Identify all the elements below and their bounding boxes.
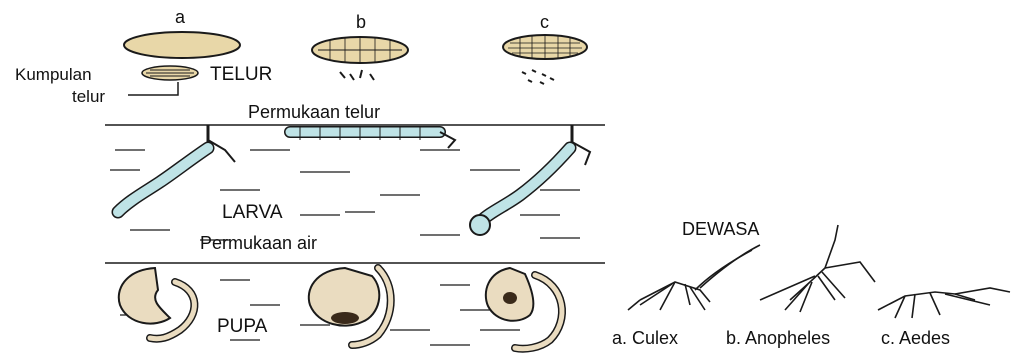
label-dewasa: DEWASA [682,220,759,238]
label-kumpulan: Kumpulan [15,66,92,83]
adult-aedes [878,288,1010,318]
larva-anopheles [290,126,455,148]
legend-anopheles: b. Anopheles [726,329,830,347]
column-label-c: c [540,13,549,31]
label-pupa: PUPA [217,317,267,336]
label-larva: LARVA [222,203,283,222]
label-telur: TELUR [210,65,272,84]
label-permukaan-air: Permukaan air [200,234,317,252]
label-permukaan-telur: Permukaan telur [248,103,380,121]
column-label-b: b [356,13,366,31]
legend-culex: a. Culex [612,329,678,347]
egg-aedes [503,35,587,84]
larva-aedes [470,125,590,235]
larva-culex [118,125,235,212]
adult-culex [628,245,760,310]
pupa-aedes [486,268,562,349]
egg-anopheles [312,37,408,80]
adult-anopheles [760,225,875,312]
pupa-anopheles [309,268,391,345]
label-telur-small: telur [72,88,105,105]
column-label-a: a [175,8,185,26]
egg-culex [124,32,240,58]
pupa-culex [119,268,195,339]
legend-aedes: c. Aedes [881,329,950,347]
egg-cluster [128,66,198,95]
